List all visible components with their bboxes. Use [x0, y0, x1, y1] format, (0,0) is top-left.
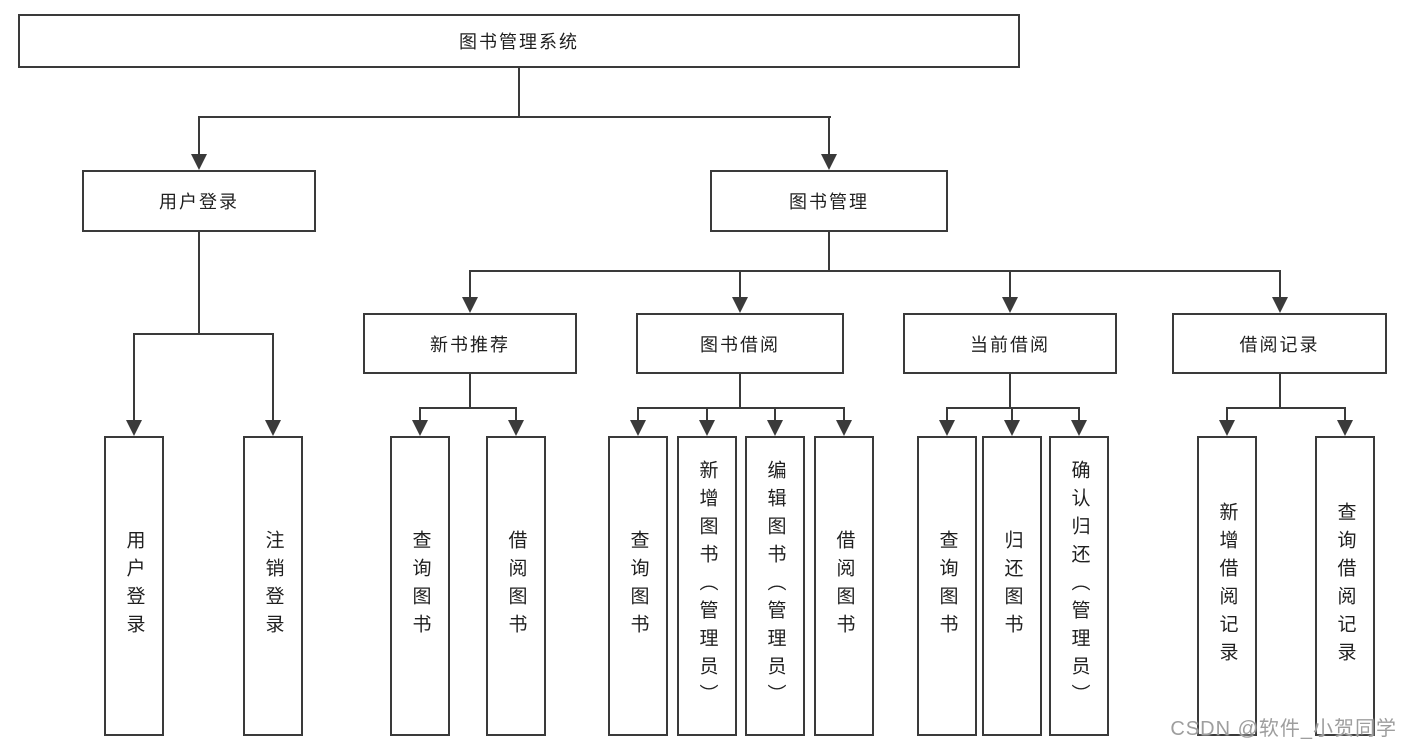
connector-book-borrow-branch: [637, 407, 845, 409]
arrow-to-leaf: [508, 408, 524, 436]
node-book-management: 图书管理: [710, 170, 948, 232]
connector-root-branch: [198, 116, 831, 118]
leaf-edit-books-admin: 编辑图书（管理员）: [745, 436, 805, 736]
leaf-label: 查询图书: [936, 530, 958, 642]
leaf-query-books-current: 查询图书: [917, 436, 977, 736]
arrow-to-leaf: [1219, 408, 1235, 436]
arrow-to-user-login: [191, 117, 207, 170]
leaf-logout: 注销登录: [243, 436, 303, 736]
node-current-borrow: 当前借阅: [903, 313, 1117, 374]
leaf-label: 借阅图书: [505, 530, 527, 642]
leaf-add-books-admin: 新增图书（管理员）: [677, 436, 737, 736]
leaf-label: 注销登录: [262, 530, 284, 642]
leaf-borrow-books: 借阅图书: [814, 436, 874, 736]
arrow-to-current-borrow: [1002, 271, 1018, 313]
node-user-login: 用户登录: [82, 170, 316, 232]
arrow-to-leaf: [1004, 408, 1020, 436]
arrow-to-leaf: [1337, 408, 1353, 436]
arrow-to-book-borrow: [732, 271, 748, 313]
arrow-to-leaf-user-login: [126, 334, 142, 436]
connector-current-borrow-stem: [1009, 374, 1011, 408]
arrow-to-borrow-records: [1272, 271, 1288, 313]
arrow-to-leaf-logout: [265, 334, 281, 436]
leaf-label: 用户登录: [123, 530, 145, 642]
leaf-user-login: 用户登录: [104, 436, 164, 736]
connector-user-login-stem: [198, 232, 200, 334]
leaf-confirm-return-admin: 确认归还（管理员）: [1049, 436, 1109, 736]
leaf-label: 查询图书: [409, 530, 431, 642]
connector-root-stem: [518, 68, 520, 117]
node-label: 当前借阅: [970, 334, 1050, 355]
connector-book-management-branch: [469, 270, 1281, 272]
connector-new-book-recommend-branch: [419, 407, 517, 409]
leaf-label: 归还图书: [1001, 530, 1023, 642]
connector-current-borrow-branch: [946, 407, 1080, 409]
arrow-to-leaf: [630, 408, 646, 436]
arrow-to-leaf: [1071, 408, 1087, 436]
node-label: 图书管理系统: [459, 32, 579, 52]
arrow-to-book-management: [821, 117, 837, 170]
connector-new-book-recommend-stem: [469, 374, 471, 408]
leaf-label: 查询图书: [627, 530, 649, 642]
arrow-to-leaf: [412, 408, 428, 436]
node-label: 用户登录: [159, 192, 239, 212]
leaf-label: 新增图书（管理员）: [696, 460, 718, 712]
leaf-query-borrow-record: 查询借阅记录: [1315, 436, 1375, 736]
node-label: 新书推荐: [430, 334, 510, 355]
csdn-watermark: CSDN @软件_小贺同学: [1170, 718, 1397, 740]
node-borrow-records: 借阅记录: [1172, 313, 1387, 374]
leaf-label: 确认归还（管理员）: [1068, 460, 1090, 712]
leaf-return-books: 归还图书: [982, 436, 1042, 736]
leaf-add-borrow-record: 新增借阅记录: [1197, 436, 1257, 736]
connector-book-borrow-stem: [739, 374, 741, 408]
leaf-label: 编辑图书（管理员）: [764, 460, 786, 712]
connector-book-management-stem: [828, 232, 830, 271]
node-label: 图书借阅: [700, 334, 780, 355]
leaf-label: 新增借阅记录: [1216, 502, 1238, 670]
connector-borrow-records-stem: [1279, 374, 1281, 408]
node-library-management-system: 图书管理系统: [18, 14, 1020, 68]
leaf-borrow-books-recommend: 借阅图书: [486, 436, 546, 736]
node-label: 图书管理: [789, 192, 869, 212]
arrow-to-leaf: [939, 408, 955, 436]
node-book-borrow: 图书借阅: [636, 313, 844, 374]
leaf-query-books-borrow: 查询图书: [608, 436, 668, 736]
connector-user-login-branch: [133, 333, 274, 335]
arrow-to-leaf: [767, 408, 783, 436]
leaf-query-books-recommend: 查询图书: [390, 436, 450, 736]
node-new-book-recommend: 新书推荐: [363, 313, 577, 374]
node-label: 借阅记录: [1239, 334, 1320, 355]
leaf-label: 借阅图书: [833, 530, 855, 642]
leaf-label: 查询借阅记录: [1334, 502, 1356, 670]
arrow-to-leaf: [836, 408, 852, 436]
connector-borrow-records-branch: [1226, 407, 1346, 409]
arrow-to-leaf: [699, 408, 715, 436]
arrow-to-new-book-recommend: [462, 271, 478, 313]
